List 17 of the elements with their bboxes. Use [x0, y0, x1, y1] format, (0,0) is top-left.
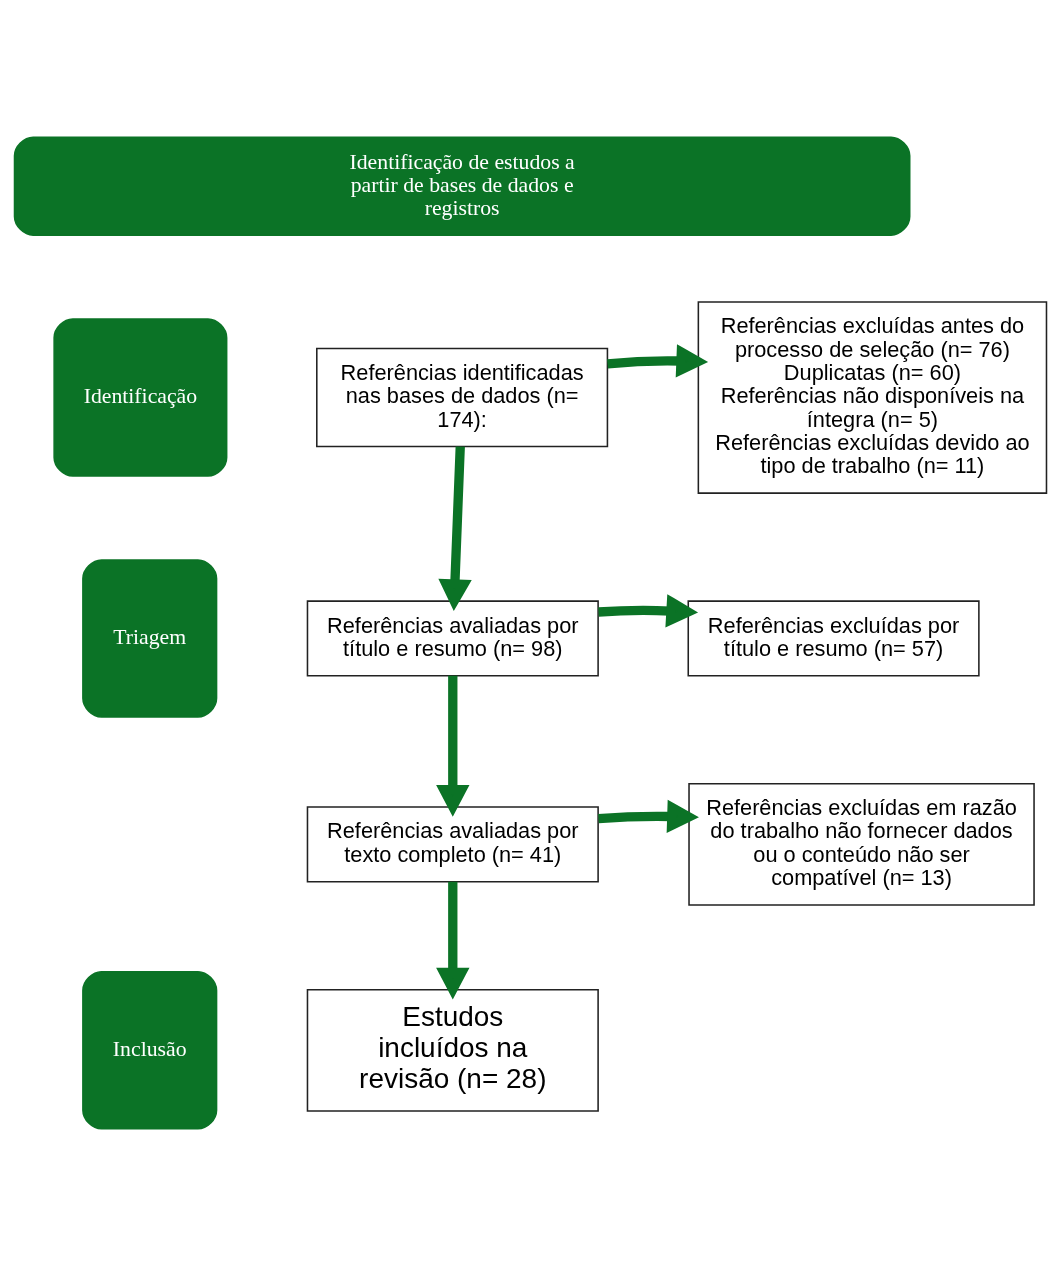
arrow — [436, 675, 470, 817]
arrow — [598, 799, 699, 834]
node-box: Referências avaliadas por título e resumo (n= 98) — [306, 600, 599, 677]
node-box: Referências identificadas nas bases de dados (n= 174): — [316, 347, 609, 448]
arrow — [598, 594, 699, 628]
node-box: Referências excluídas antes do processo de seleção (n= 76) Duplicatas (n= 60) Referências não disponíveis na íntegra (n= 5) Referências excluídas devido ao tipo de trabalho (n= 11) — [697, 301, 1048, 494]
arrow — [438, 446, 472, 612]
node-box: Estudos incluídos na revisão (n= 28) — [306, 988, 599, 1112]
node-box: Inclusão — [82, 971, 218, 1130]
node-box: Identificação de estudos a partir de bases de dados e registros — [13, 136, 911, 236]
node-box: Identificação — [53, 318, 228, 477]
node-box: Referências excluídas em razão do trabalho não fornecer dados ou o conteúdo não ser compatível (n= 13) — [688, 783, 1035, 906]
arrow — [607, 344, 709, 378]
arrow — [436, 881, 470, 1000]
node-box: Triagem — [82, 559, 218, 718]
node-box: Referências avaliadas por texto completo (n= 41) — [306, 806, 599, 883]
node-box: Referências excluídas por título e resumo (n= 57) — [687, 600, 980, 677]
